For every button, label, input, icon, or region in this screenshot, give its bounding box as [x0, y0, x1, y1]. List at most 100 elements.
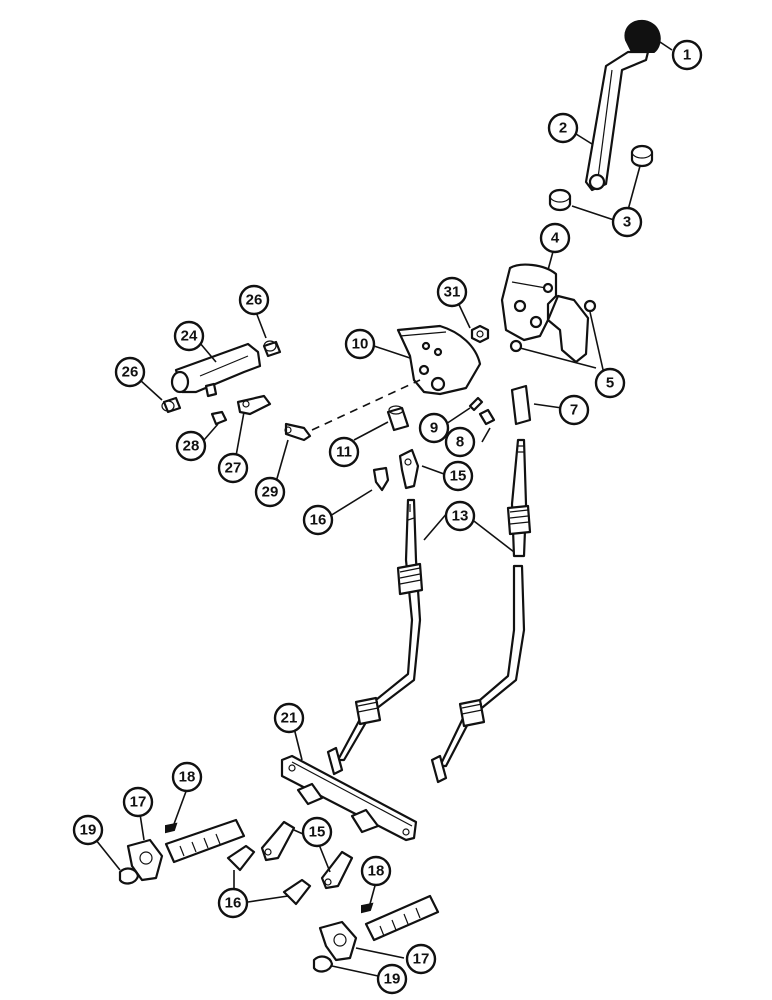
- svg-text:29: 29: [262, 484, 279, 501]
- svg-text:19: 19: [384, 971, 401, 988]
- callout-label-17-right: 17: [405, 943, 437, 975]
- woodruff-key-left: [165, 822, 178, 834]
- shift-shaft-right: [364, 894, 440, 942]
- svg-text:15: 15: [309, 824, 326, 841]
- svg-text:7: 7: [570, 402, 578, 419]
- svg-text:17: 17: [130, 794, 147, 811]
- callout-label-2: 2: [547, 112, 579, 144]
- svg-text:18: 18: [368, 863, 385, 880]
- svg-text:11: 11: [336, 444, 352, 461]
- control-cables: [326, 438, 532, 784]
- svg-text:18: 18: [179, 769, 196, 786]
- callout-label-26-left: 26: [114, 356, 146, 388]
- gate-plate-assembly: [500, 263, 597, 364]
- svg-text:26: 26: [246, 292, 263, 309]
- clevis-clip-lower-1: [226, 844, 256, 872]
- lever-knob: [624, 19, 661, 53]
- callout-label-31: 31: [436, 276, 468, 308]
- callout-label-24: 24: [173, 320, 205, 352]
- callout-label-19-left: 19: [72, 814, 104, 846]
- cable-right-lower: [438, 564, 526, 768]
- callout-label-27: 27: [217, 452, 249, 484]
- lower-linkage-parts: [118, 818, 440, 973]
- gate-nut-right: [583, 299, 597, 313]
- hex-nut: [470, 324, 490, 344]
- callout-label-28: 28: [175, 430, 207, 462]
- callout-label-3: 3: [611, 206, 643, 238]
- svg-text:13: 13: [452, 508, 469, 525]
- svg-text:16: 16: [310, 512, 327, 529]
- shift-lever-right: [318, 920, 358, 962]
- leader-lines: [95, 41, 673, 977]
- spacer: [386, 406, 410, 432]
- svg-text:16: 16: [225, 895, 242, 912]
- svg-text:28: 28: [183, 438, 200, 455]
- callout-label-17-left: 17: [122, 786, 154, 818]
- callout-label-5: 5: [594, 367, 626, 399]
- callout-label-15-lower: 15: [301, 816, 333, 848]
- callout-label-19-right: 19: [376, 963, 408, 995]
- callout-label-8: 8: [444, 426, 476, 458]
- cable-clevis-upper: [398, 448, 420, 490]
- circlip-left: [118, 867, 140, 885]
- svg-text:31: 31: [444, 284, 461, 301]
- svg-text:8: 8: [456, 434, 464, 451]
- callout-label-16-upper: 16: [302, 504, 334, 536]
- cable-right: [510, 438, 528, 558]
- svg-text:4: 4: [551, 230, 560, 247]
- cable-clevis-lower-2: [320, 850, 354, 890]
- clevis-clip-lower-2: [282, 878, 312, 906]
- svg-text:24: 24: [181, 328, 198, 345]
- alignment-line: [311, 379, 421, 431]
- callout-label-29: 29: [254, 476, 286, 508]
- callout-label-16-lower: 16: [217, 887, 249, 919]
- retaining-clip: [210, 410, 228, 426]
- shift-lever-left: [126, 838, 164, 882]
- bracket-assembly: [396, 324, 490, 396]
- callout-label-10: 10: [344, 328, 376, 360]
- svg-text:2: 2: [559, 120, 567, 137]
- svg-text:5: 5: [606, 375, 614, 392]
- callout-label-18-left: 18: [171, 761, 203, 793]
- svg-text:19: 19: [80, 822, 97, 839]
- svg-text:9: 9: [430, 420, 438, 437]
- svg-text:1: 1: [683, 47, 691, 64]
- callout-label-13: 13: [444, 500, 476, 532]
- cable-left: [336, 498, 422, 762]
- callout-label-21: 21: [273, 702, 305, 734]
- svg-text:21: 21: [281, 710, 298, 727]
- shaft-assembly: [161, 340, 421, 442]
- lever-pivot-hole: [588, 173, 606, 191]
- callout-label-7: 7: [558, 394, 590, 426]
- cable-clevis-lower-1: [260, 820, 296, 862]
- callout-label-18-right: 18: [360, 855, 392, 887]
- clevis-clip-upper: [372, 466, 390, 492]
- svg-text:3: 3: [623, 214, 631, 231]
- callout-label-9: 9: [418, 412, 450, 444]
- callout-label-4: 4: [539, 222, 571, 254]
- guide-block: [510, 384, 532, 426]
- svg-text:17: 17: [413, 951, 430, 968]
- small-parts: [372, 384, 532, 492]
- gate-plate-rear: [546, 294, 590, 364]
- roll-pin: [468, 396, 484, 412]
- svg-text:15: 15: [450, 468, 467, 485]
- callout-label-1: 1: [671, 39, 703, 71]
- callout-label-11: 11: [328, 436, 360, 468]
- cable-mounting-plate: [280, 754, 418, 842]
- svg-text:27: 27: [225, 460, 242, 477]
- mounting-plate: [280, 754, 418, 842]
- svg-text:26: 26: [122, 364, 139, 381]
- callout-label-26-right: 26: [238, 284, 270, 316]
- callout-label-15-upper: 15: [442, 460, 474, 492]
- gate-nut-left: [509, 339, 523, 353]
- svg-text:10: 10: [352, 336, 369, 353]
- woodruff-key-right: [361, 902, 374, 914]
- shaft-bushing-right: [262, 340, 282, 358]
- circlip-right: [312, 955, 334, 973]
- mounting-bracket: [396, 324, 482, 396]
- control-lever-assembly: [548, 19, 661, 212]
- pivot-pin: [478, 408, 496, 426]
- gate-plate: [500, 263, 558, 342]
